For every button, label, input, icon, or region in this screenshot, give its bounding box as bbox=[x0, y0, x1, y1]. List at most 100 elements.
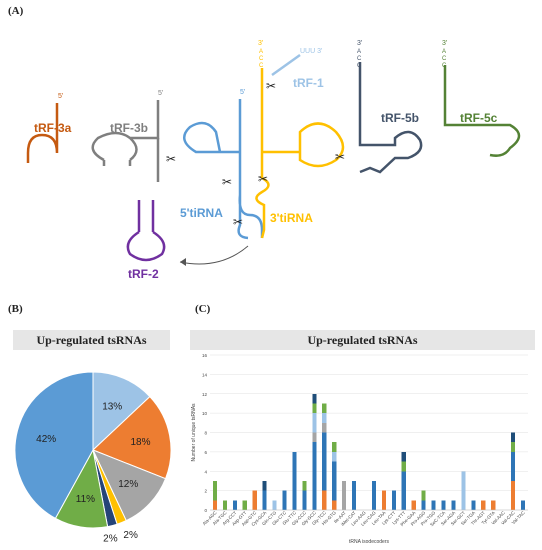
scissors-icon: ✂ bbox=[233, 215, 243, 229]
tirna-5-shape bbox=[183, 99, 264, 240]
bar-segment bbox=[342, 480, 347, 510]
tsrna-diagram: 5' tRF-3a 5' tRF-3b 5' 5'tiRNA 3' A C C … bbox=[26, 40, 521, 281]
trf-1-uuu: UUU 3' bbox=[300, 48, 322, 55]
trf-3b-shape bbox=[91, 100, 160, 166]
tirna-3-label: 3'tiRNA bbox=[270, 211, 313, 225]
bar-segment bbox=[461, 471, 466, 510]
trf-1-shape bbox=[271, 53, 301, 77]
trf-5c-shape bbox=[443, 65, 521, 157]
bar-segment bbox=[292, 451, 297, 510]
pie-slice-label: 18% bbox=[130, 437, 150, 448]
bar-segment bbox=[312, 403, 317, 414]
bar-segment bbox=[491, 500, 496, 510]
trf-3b-5prime: 5' bbox=[158, 90, 163, 97]
bar-segment bbox=[262, 480, 267, 491]
trf-5c-label: tRF-5c bbox=[460, 111, 498, 125]
tirna-5-label: 5'tiRNA bbox=[180, 206, 223, 220]
y-tick-label: 14 bbox=[202, 372, 208, 377]
bar-segment bbox=[332, 500, 337, 510]
bar-segment bbox=[312, 432, 317, 443]
pie-slice-label: 42% bbox=[36, 434, 56, 445]
y-tick-label: 10 bbox=[202, 411, 208, 416]
bar-segment bbox=[222, 500, 227, 510]
pie-slice-label: 12% bbox=[118, 479, 138, 490]
panel-label-c: (C) bbox=[195, 303, 211, 315]
bar-segment bbox=[401, 451, 406, 462]
trf-5c-c1: C bbox=[442, 56, 447, 62]
trf-3a-shape bbox=[26, 103, 59, 163]
scissors-icon: ✂ bbox=[222, 175, 232, 189]
curved-arrow bbox=[179, 245, 249, 265]
bar-segment bbox=[511, 442, 516, 452]
bar-title: Up-regulated tsRNAs bbox=[190, 330, 535, 350]
bar-segment bbox=[312, 393, 317, 404]
y-tick-label: 2 bbox=[204, 489, 207, 494]
x-axis-label: tRNA isodecoders bbox=[349, 539, 390, 545]
trf-5c-3prime: 3' bbox=[442, 40, 447, 47]
bar-segment bbox=[322, 403, 327, 414]
trf-1-label: tRF-1 bbox=[293, 76, 324, 90]
bar-segment bbox=[520, 500, 526, 510]
tirna-3-shape bbox=[255, 68, 345, 239]
scissors-icon: ✂ bbox=[258, 172, 268, 186]
bar-segment bbox=[481, 500, 486, 510]
bar-segment bbox=[352, 480, 357, 510]
bar-segment bbox=[391, 490, 396, 510]
y-tick-label: 12 bbox=[202, 392, 208, 397]
panel-label-b: (B) bbox=[8, 303, 23, 315]
pie-slice bbox=[92, 395, 172, 480]
bar-segment bbox=[252, 490, 257, 510]
bar-segment bbox=[312, 442, 317, 510]
bar-segment bbox=[322, 413, 327, 423]
scissors-icon: ✂ bbox=[166, 152, 176, 166]
pie-slice-label: 2% bbox=[103, 533, 118, 544]
scissors-icon: ✂ bbox=[266, 79, 276, 93]
trf-2-shape bbox=[126, 200, 166, 262]
pie-slice bbox=[14, 371, 94, 520]
y-tick-label: 4 bbox=[204, 469, 207, 474]
bar-segment bbox=[232, 500, 237, 510]
bar-segment bbox=[262, 490, 267, 510]
trf-5b-c1: C bbox=[357, 56, 362, 62]
trf-3b-label: tRF-3b bbox=[110, 121, 148, 135]
bar-segment bbox=[421, 500, 426, 510]
pie-slice-label: 13% bbox=[102, 402, 122, 413]
bar-segment bbox=[421, 490, 426, 501]
pie-slice-label: 11% bbox=[76, 494, 95, 505]
arrow-head-icon bbox=[180, 258, 186, 266]
bar-segment bbox=[332, 451, 337, 462]
bar-segment bbox=[282, 490, 287, 510]
pie-chart: 13% 18% 12% 2% 2% 11% 42% bbox=[14, 371, 172, 544]
bar-segment bbox=[312, 413, 317, 433]
bar-segment bbox=[302, 490, 307, 510]
pie-slice-label: 2% bbox=[123, 530, 138, 541]
pie-slice bbox=[92, 371, 151, 452]
bar-segment bbox=[411, 500, 416, 510]
bar-segment bbox=[332, 442, 337, 452]
bar-segment bbox=[242, 500, 247, 510]
tirna-3-a1: A bbox=[259, 49, 263, 55]
bar-segment bbox=[322, 490, 327, 510]
tirna-3-c1: C bbox=[259, 56, 264, 62]
trf-5b-shape bbox=[358, 62, 423, 174]
y-axis-label: Number of unique tsRNAs bbox=[191, 403, 197, 462]
pie-title: Up-regulated tsRNAs bbox=[13, 330, 170, 350]
bar-segment bbox=[332, 461, 337, 501]
trf-5b-c2: C bbox=[357, 63, 362, 69]
bar-segment bbox=[401, 461, 406, 472]
trf-3a-5prime: 5' bbox=[58, 93, 63, 100]
y-tick-label: 0 bbox=[204, 508, 207, 513]
tirna-3-3prime: 3' bbox=[258, 40, 263, 47]
y-tick-label: 8 bbox=[204, 431, 207, 436]
bar-segment bbox=[441, 500, 446, 510]
trf-5c-a: A bbox=[442, 49, 446, 55]
bar-segment bbox=[272, 500, 277, 510]
bar-segment bbox=[401, 471, 406, 510]
trf-5b-3prime: 3' bbox=[357, 40, 362, 47]
bar-segment bbox=[431, 500, 436, 510]
bar-segment bbox=[381, 490, 386, 510]
bar-segment bbox=[212, 480, 218, 501]
bar-segment bbox=[451, 500, 456, 510]
trf-3a-label: tRF-3a bbox=[34, 121, 72, 135]
tirna-5-5prime: 5' bbox=[240, 89, 245, 96]
